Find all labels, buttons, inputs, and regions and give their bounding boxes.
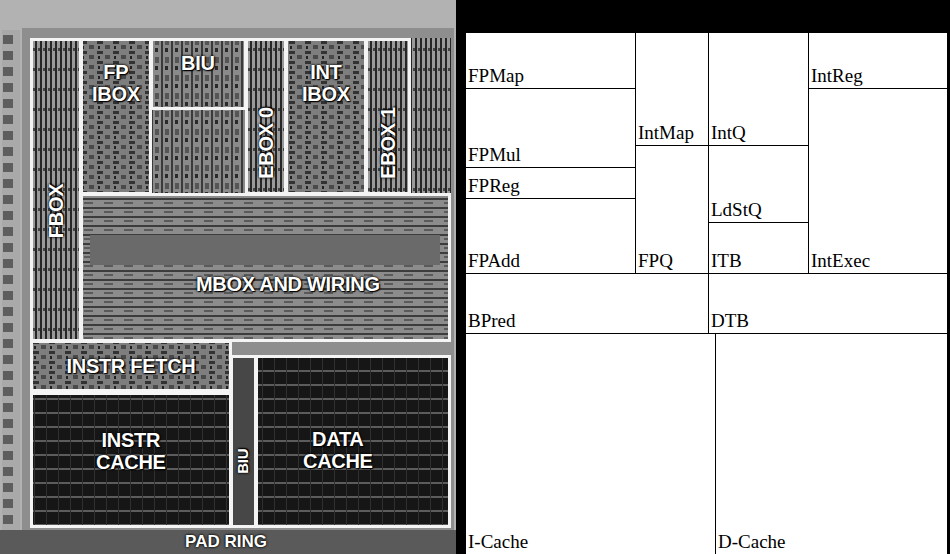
- die-region: INT IBOX: [285, 38, 367, 195]
- block-label: DTB: [711, 311, 749, 332]
- floorplan-block: IntExec: [808, 88, 948, 274]
- die-region: MBOX AND WIRING: [80, 193, 451, 342]
- floorplan-block: FPMap: [465, 32, 636, 89]
- floorplan-block: DTB: [708, 273, 948, 334]
- region-label: FBOX: [45, 184, 67, 238]
- floorplan-block: LdStQ: [708, 145, 809, 223]
- block-label: ITB: [711, 251, 742, 272]
- floorplan-block: FPReg: [465, 167, 636, 199]
- block-label: IntExec: [811, 251, 870, 272]
- die-region: EBOX 0: [245, 38, 287, 195]
- floorplan-block: IntMap: [635, 32, 709, 146]
- die-region: INSTR CACHE: [30, 392, 232, 528]
- die-region: INSTR FETCH: [30, 340, 232, 392]
- floorplan-block: ITB: [708, 222, 809, 274]
- die-region: DATA CACHE: [255, 355, 451, 528]
- die-region: FBOX: [30, 38, 82, 342]
- floorplan-block: FPAdd: [465, 198, 636, 274]
- block-label: IntMap: [638, 123, 694, 144]
- region-label: INSTR FETCH: [67, 355, 196, 377]
- region-label: DATA CACHE: [303, 428, 373, 472]
- block-label: I-Cache: [468, 532, 528, 553]
- region-label: INSTR CACHE: [96, 429, 166, 473]
- block-label: BPred: [468, 311, 516, 332]
- block-label: D-Cache: [718, 532, 786, 553]
- region-label: EBOX 0: [255, 107, 277, 179]
- die-region: EBOX 1: [365, 38, 411, 195]
- block-label: FPReg: [468, 176, 520, 197]
- floorplan-block: FPQ: [635, 145, 709, 274]
- floorplan-block: IntReg: [808, 32, 948, 89]
- die-region: BIU: [230, 355, 257, 528]
- region-label: BIU: [235, 448, 252, 473]
- block-label: IntReg: [811, 66, 863, 87]
- die-region: FP IBOX: [80, 38, 152, 195]
- floorplan-block: BPred: [465, 273, 709, 334]
- region-label: BIU: [181, 52, 215, 74]
- region-label: MBOX AND WIRING: [196, 273, 380, 295]
- floorplan-block: IntQ: [708, 32, 809, 146]
- floorplan-block: FPMul: [465, 88, 636, 168]
- block-label: FPQ: [638, 251, 673, 272]
- floorplan-block: D-Cache: [715, 333, 948, 554]
- region-label: INT IBOX: [302, 61, 350, 105]
- block-label: FPMap: [468, 66, 524, 87]
- region-label: EBOX 1: [377, 107, 399, 179]
- block-label: FPMul: [468, 145, 521, 166]
- floorplan-block: I-Cache: [465, 333, 716, 554]
- region-label: FP IBOX: [92, 61, 140, 105]
- block-label: IntQ: [711, 123, 746, 144]
- block-label: LdStQ: [711, 200, 762, 221]
- pad-ring-label: PAD RING: [185, 533, 267, 552]
- block-label: FPAdd: [468, 251, 520, 272]
- die-region: BIU: [150, 38, 247, 110]
